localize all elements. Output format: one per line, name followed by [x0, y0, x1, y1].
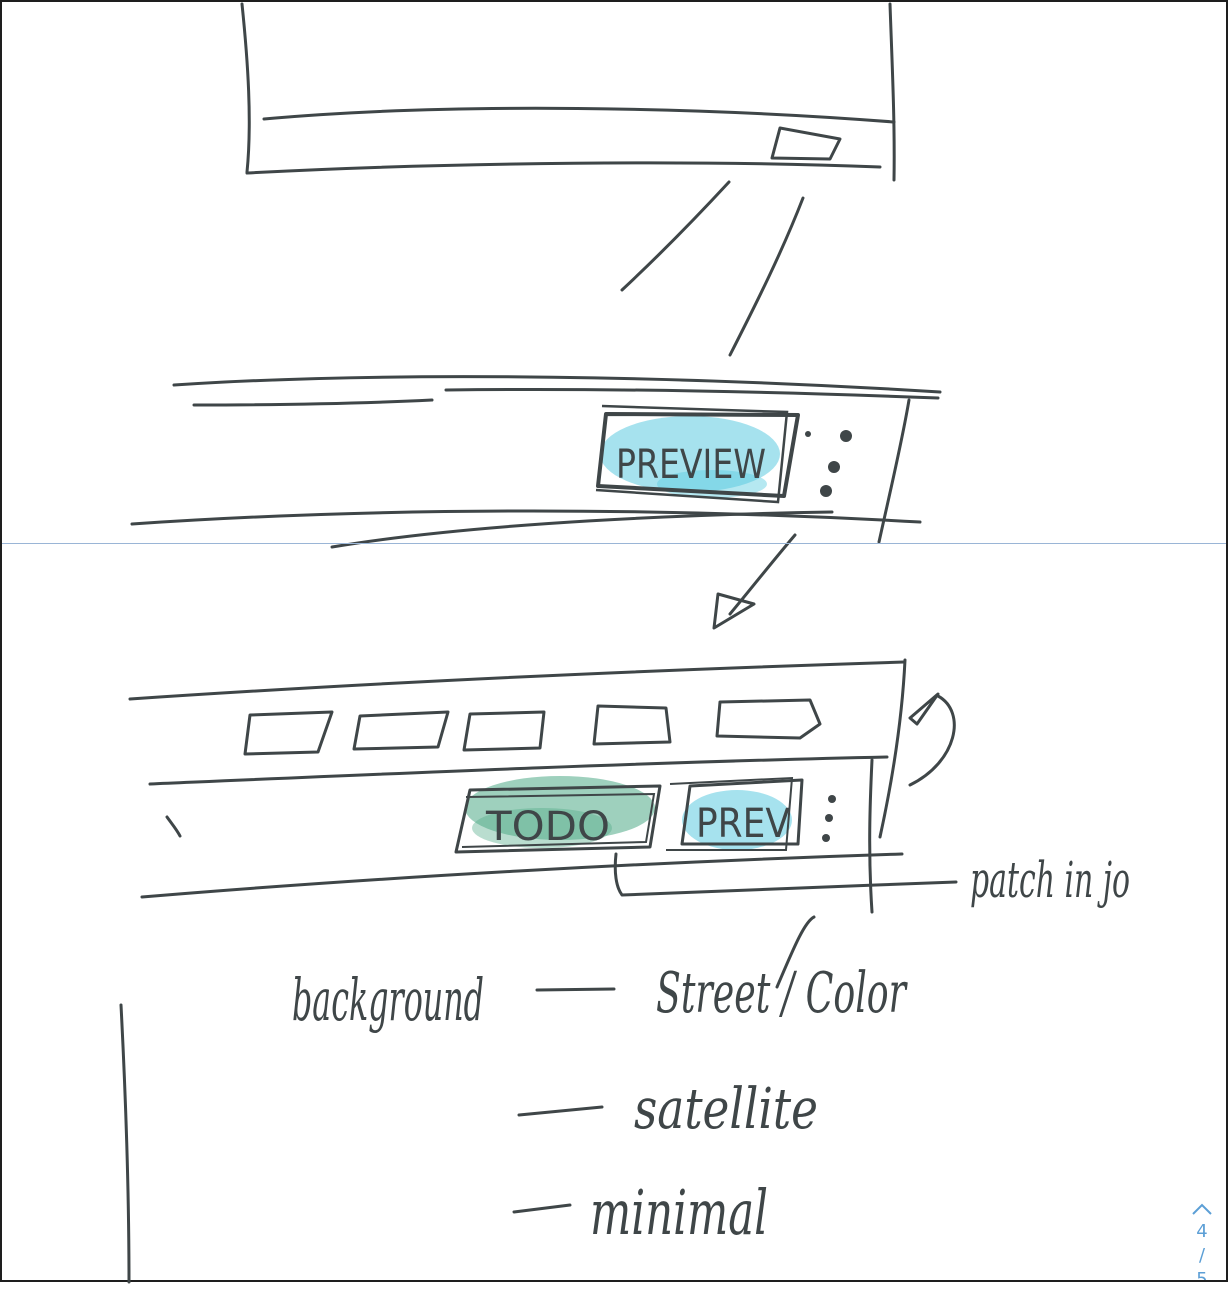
prev-button[interactable]: PREV	[666, 776, 804, 851]
tab-placeholder-5	[715, 698, 822, 740]
page-divider	[2, 543, 1226, 544]
note-option-minimal: minimal	[590, 1176, 768, 1249]
tab-placeholder-2	[352, 710, 450, 751]
page-indicator: 4 / 5	[1190, 1198, 1214, 1280]
kebab-menu-icon-2[interactable]	[822, 795, 836, 842]
page-total: 5	[1196, 1269, 1208, 1280]
preview-button-label: PREVIEW	[616, 442, 766, 488]
note-option-satellite: satellite	[634, 1077, 818, 1142]
page-current: 4	[1196, 1221, 1208, 1242]
margin-line	[119, 1003, 131, 1284]
toolbar-expanded-sketch	[128, 658, 956, 914]
tab-placeholder-4	[592, 704, 672, 746]
tab-placeholder-1	[243, 710, 334, 756]
arrow-down-icon	[712, 533, 797, 630]
device-frame-sketch	[240, 2, 896, 182]
chevron-up-icon[interactable]	[1190, 1198, 1214, 1220]
zoom-lines	[620, 180, 805, 357]
prev-button-label: PREV	[696, 801, 791, 847]
note-option-street-color: Street / Color	[656, 961, 908, 1026]
note-patch: patch in jo	[970, 851, 1130, 909]
todo-button[interactable]: TODO	[454, 776, 662, 854]
tab-placeholders	[243, 698, 822, 756]
callout-bracket	[613, 852, 958, 897]
todo-button-label: TODO	[485, 804, 610, 850]
note-dashes	[512, 915, 816, 1214]
preview-button[interactable]: PREVIEW	[595, 404, 800, 504]
note-background: background	[292, 966, 484, 1034]
toolbar-sketch	[130, 375, 942, 549]
page-separator: /	[1198, 1245, 1206, 1266]
tab-placeholder-3	[462, 710, 546, 752]
kebab-menu-icon[interactable]	[805, 430, 852, 497]
